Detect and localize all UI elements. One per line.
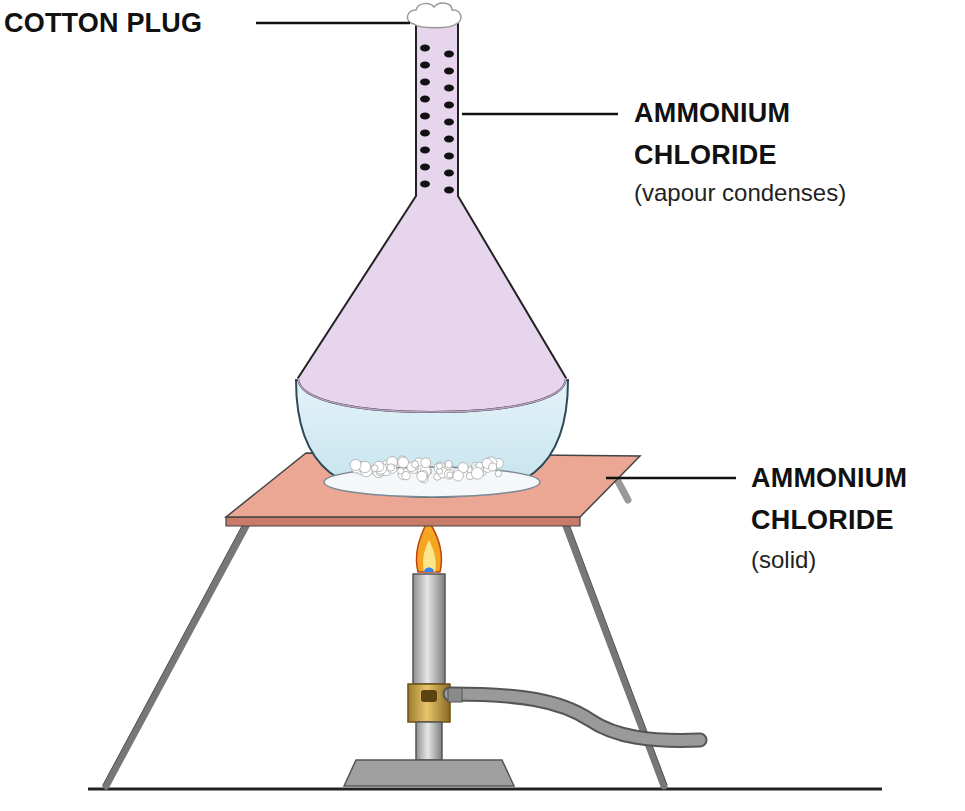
deposit-dot (444, 68, 454, 75)
solid-crystal (453, 471, 463, 481)
deposit-dot (420, 130, 430, 137)
solid-crystal (411, 461, 418, 468)
solid-crystal (371, 465, 378, 472)
solid-crystal (417, 471, 427, 481)
part-note: (solid) (751, 545, 816, 575)
deposit-dot (420, 45, 430, 52)
deposit-dot (420, 181, 430, 188)
part-label: COTTON PLUG (4, 2, 202, 44)
deposit-dot (420, 113, 430, 120)
deposit-dot (444, 51, 454, 58)
solid-crystal (444, 461, 453, 470)
deposit-dot (444, 102, 454, 109)
cotton-plug (407, 3, 461, 28)
solid-crystal (387, 464, 394, 471)
deposit-dot (444, 136, 454, 143)
deposit-dot (444, 119, 454, 126)
tripod-legs-outline (103, 524, 667, 785)
deposit-dot (444, 187, 454, 194)
solid-crystal (436, 463, 442, 469)
part-label: AMMONIUM CHLORIDE (634, 92, 844, 176)
leader-lines (256, 23, 736, 478)
condensed-deposit (420, 45, 454, 194)
bench-line (88, 788, 882, 791)
deposit-dot (420, 164, 430, 171)
solid-crystal (444, 470, 454, 480)
deposit-dot (420, 96, 430, 103)
solid-crystal (421, 458, 431, 468)
ammonium-chloride-solid (350, 456, 503, 483)
solid-crystal (489, 463, 497, 471)
bunsen-burner (344, 520, 700, 786)
solid-crystal (447, 472, 453, 478)
solid-crystal (471, 467, 483, 479)
solid-crystal (350, 459, 361, 470)
deposit-dot (444, 85, 454, 92)
solid-crystal (445, 461, 452, 468)
deposit-dot (420, 79, 430, 86)
inverted-funnel (298, 22, 566, 412)
solid-crystal (388, 464, 397, 473)
deposit-dot (420, 147, 430, 154)
solid-crystal (495, 470, 501, 476)
part-note: (vapour condenses) (634, 178, 846, 208)
deposit-dot (420, 62, 430, 69)
deposit-dot (444, 153, 454, 160)
solid-crystal (398, 468, 404, 474)
solid-crystal (398, 457, 409, 468)
deposit-dot (444, 170, 454, 177)
part-label: AMMONIUM CHLORIDE (751, 457, 961, 541)
